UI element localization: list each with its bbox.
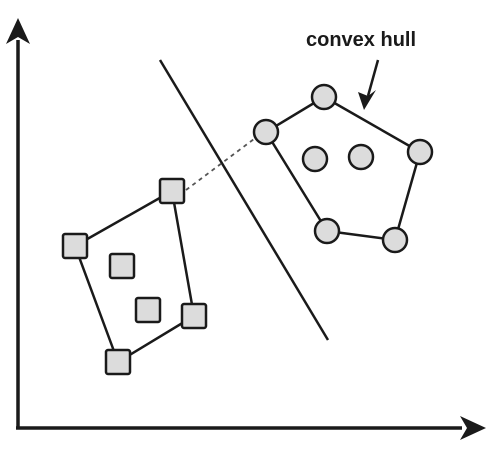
square-point [158,177,186,205]
circle-class-points [252,83,434,254]
circle-point [301,145,329,173]
square-point [104,348,132,376]
closest-points-link [185,132,263,191]
square-point [61,232,89,260]
square-point [108,252,136,280]
annotation-arrow-icon [358,90,376,110]
separating-line [158,59,330,341]
square-point [180,302,208,330]
y-axis-arrow-icon [6,18,30,44]
circle-point [347,143,375,171]
circle-point [252,118,280,146]
circle-point [310,83,338,111]
square-point [134,296,162,324]
square-class-points [61,177,208,376]
axes [6,18,486,440]
x-axis-arrow-icon [460,416,486,440]
annotation-arrow [366,59,380,97]
circle-point [406,138,434,166]
circle-point [381,226,409,254]
convex-hull-label: convex hull [306,29,416,51]
circle-point [313,217,341,245]
circle-class-hull [264,95,422,242]
